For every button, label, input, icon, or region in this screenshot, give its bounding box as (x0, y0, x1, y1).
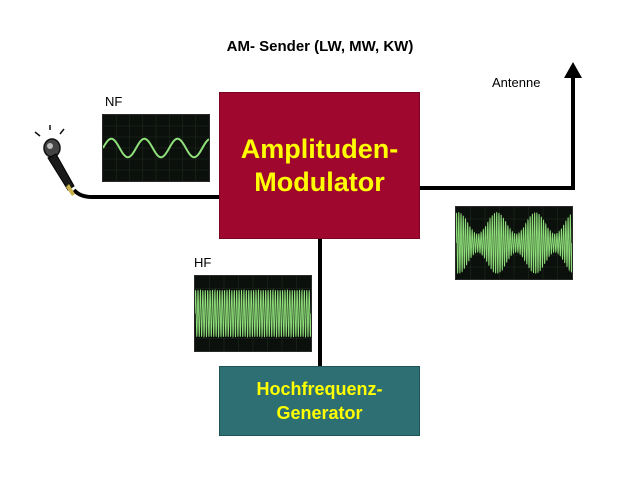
waveform-trace (102, 137, 210, 159)
nf-line (72, 188, 219, 199)
nf-label: NF (105, 94, 123, 109)
hf-label: HF (194, 255, 212, 270)
amplitude-modulator-block: Amplituden- Modulator (219, 92, 420, 239)
output-line (420, 72, 575, 190)
antenna-label: Antenne (492, 75, 541, 90)
waveform-trace (455, 211, 573, 274)
hf-waveform (194, 276, 312, 351)
microphone-icon (34, 125, 75, 196)
generator-label: Hochfrequenz- Generator (256, 379, 383, 423)
modulator-label: Amplituden- Modulator (240, 133, 399, 197)
am-waveform (455, 207, 573, 279)
waveform-trace (194, 288, 312, 339)
hf-generator-block: Hochfrequenz- Generator (219, 366, 420, 436)
nf-oscilloscope (102, 114, 210, 182)
nf-waveform (102, 115, 210, 181)
diagram-title: AM- Sender (LW, MW, KW) (226, 38, 414, 55)
antenna-arrow-icon (564, 62, 582, 78)
hf-oscilloscope (194, 275, 312, 352)
am-oscilloscope (455, 206, 573, 280)
